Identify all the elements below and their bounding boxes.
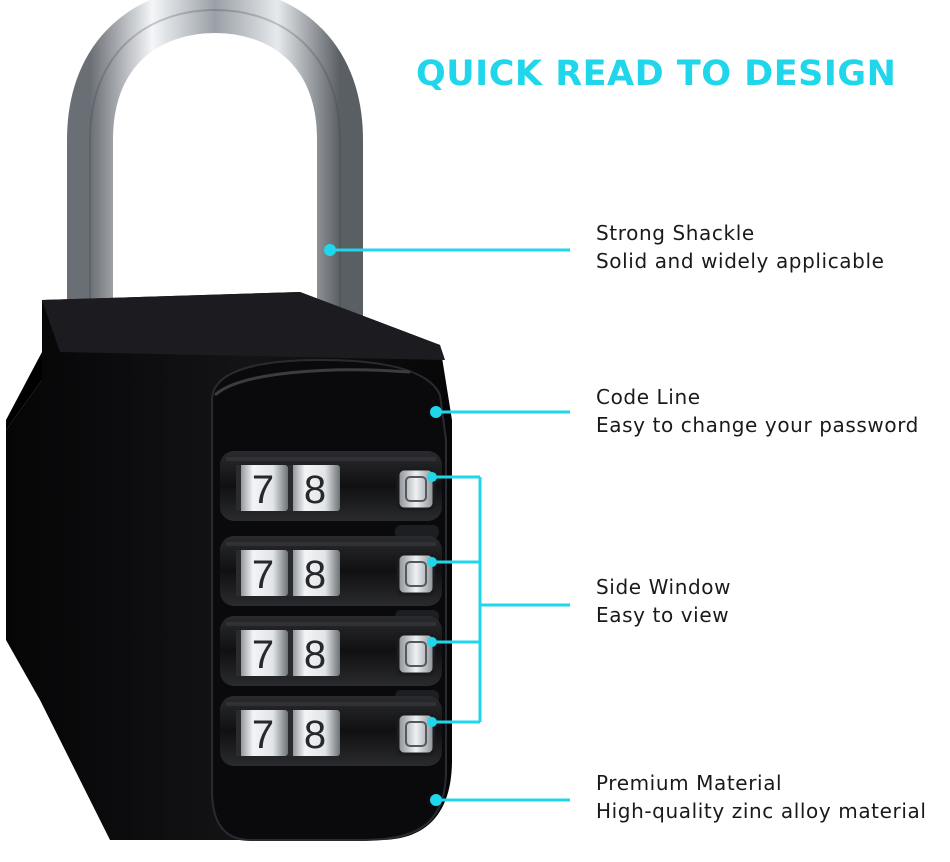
feature-code-line: Code Line Easy to change your password (596, 383, 950, 439)
dial-digit: 8 (304, 633, 326, 677)
callout-dot-code (430, 406, 442, 418)
feature-title: Premium Material (596, 771, 783, 795)
feature-title: Code Line (596, 385, 701, 409)
shackle (67, 0, 363, 340)
feature-title: Side Window (596, 575, 732, 599)
dial-wheel[interactable] (238, 550, 288, 596)
dial-wheel[interactable] (238, 465, 288, 511)
dial-wheel[interactable] (290, 465, 340, 511)
dial-digit: 7 (252, 553, 274, 597)
feature-side-window: Side Window Easy to view (596, 573, 950, 629)
dial-wheel[interactable] (238, 710, 288, 756)
callout-lines (324, 244, 570, 806)
dial-digit: 8 (304, 553, 326, 597)
feature-strong-shackle: Strong Shackle Solid and widely applicab… (596, 219, 950, 275)
dial-digit: 7 (252, 713, 274, 757)
dial-digit: 7 (252, 468, 274, 512)
dial-digit: 7 (252, 633, 274, 677)
feature-premium-material: Premium Material High-quality zinc alloy… (596, 769, 950, 825)
feature-description: Easy to view (596, 603, 730, 627)
dial-wheel[interactable] (290, 550, 340, 596)
dial-wheel[interactable] (290, 630, 340, 676)
feature-description: Solid and widely applicable (596, 249, 885, 273)
dial-wheel[interactable] (290, 710, 340, 756)
feature-title: Strong Shackle (596, 221, 755, 245)
callout-dot-material (430, 794, 442, 806)
dial-digit: 8 (304, 468, 326, 512)
dial-wheel[interactable] (238, 630, 288, 676)
feature-description: Easy to change your password (596, 413, 919, 437)
feature-description: High-quality zinc alloy material (596, 799, 927, 823)
dial-digit: 8 (304, 713, 326, 757)
callout-dot-shackle (324, 244, 336, 256)
callout-bracket-window (427, 472, 570, 727)
headline: QUICK READ TO DESIGN (416, 54, 897, 94)
